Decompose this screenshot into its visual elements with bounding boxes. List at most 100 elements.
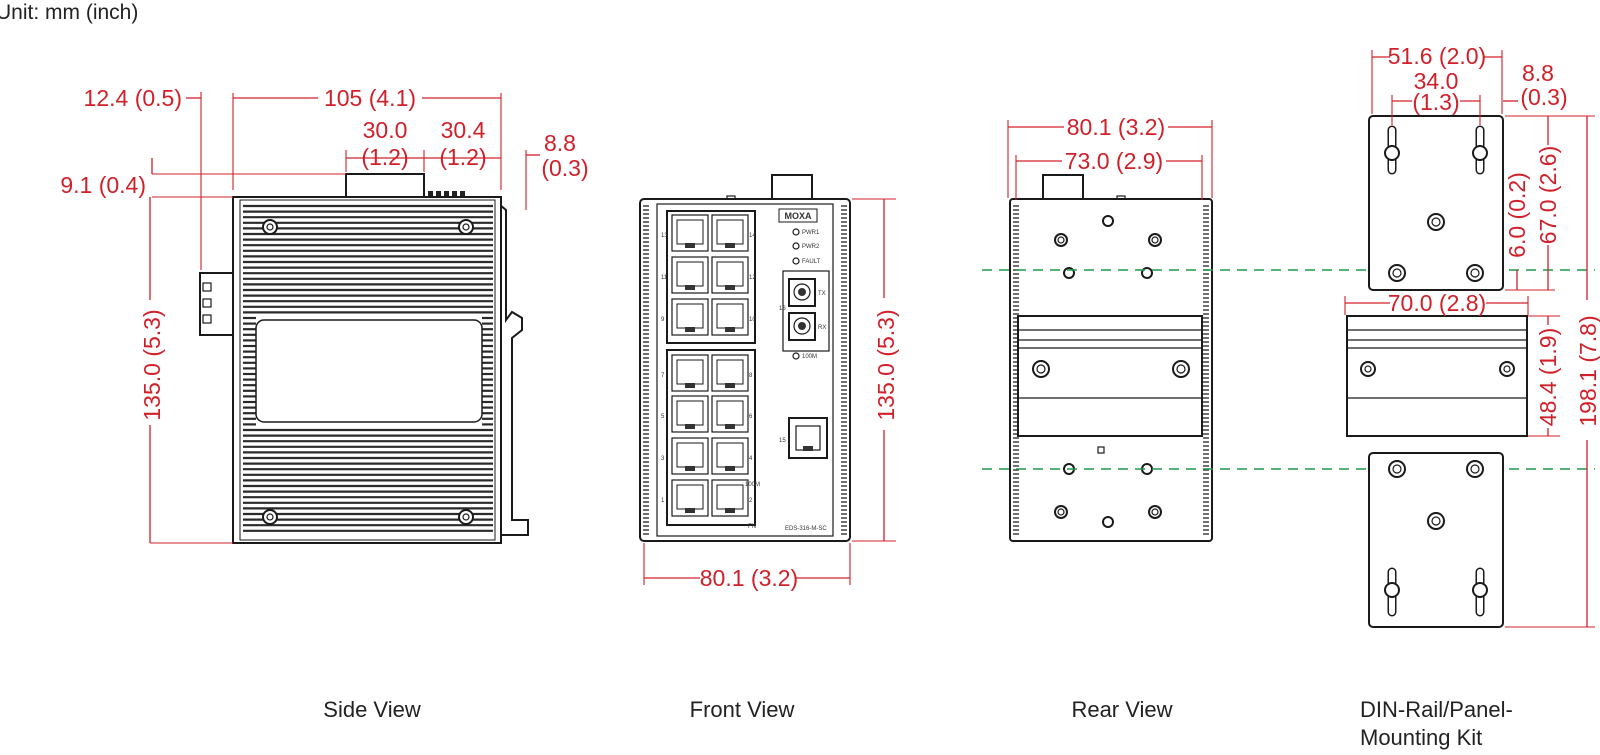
dim-side-height: 135.0 (5.3) <box>139 309 165 420</box>
rj45-port <box>671 437 709 475</box>
front-model-label: EDS-316-M-SC <box>785 526 827 532</box>
rear-hole <box>1148 233 1162 247</box>
side-screw <box>262 509 278 525</box>
dim-rear-73: 73.0 (2.9) <box>1065 148 1163 174</box>
port-number-label: 8 <box>749 373 753 379</box>
rear-hole <box>1102 215 1114 227</box>
rear-hole <box>1054 505 1068 519</box>
port-number-label: 13 <box>661 233 668 239</box>
port-number-label: 6 <box>749 414 753 420</box>
dim-rear-width: 80.1 (3.2) <box>1067 114 1165 140</box>
dim-side-8-8-top: 8.8 <box>544 130 576 156</box>
side-cooling-fins <box>243 204 493 532</box>
unit-label: Unit: mm (inch) <box>0 1 138 24</box>
port-number-label: 10 <box>749 317 756 323</box>
port-number-label: 12 <box>749 275 756 281</box>
rear-hole <box>1054 233 1068 247</box>
svg-text:100M: 100M <box>802 354 817 360</box>
dim-kit-198-1: 198.1 (7.8) <box>1575 315 1600 426</box>
rear-side-ridges <box>1013 205 1209 535</box>
side-din-clip <box>499 202 529 536</box>
kit-screw <box>1466 460 1484 478</box>
kit-screw <box>1466 264 1484 282</box>
side-view: 105 (4.1) 12.4 (0.5) 30.0 (1.2) 30.4 (1.… <box>60 85 588 722</box>
kit-din-rail <box>1346 315 1528 437</box>
rear-hole <box>1102 516 1114 528</box>
svg-text:FAULT: FAULT <box>802 259 821 265</box>
side-screw <box>262 219 278 235</box>
front-fiber-module <box>782 270 830 352</box>
port-number-label: 7 <box>661 373 665 379</box>
fiber-port-rx: RX <box>788 312 826 341</box>
rj45-port <box>711 298 749 336</box>
front-logo-box <box>778 208 818 223</box>
caption-kit-line2: Mounting Kit <box>1360 725 1482 750</box>
svg-text:PWR2: PWR2 <box>802 244 820 250</box>
rj45-port <box>711 354 749 392</box>
rj45-port <box>671 395 709 433</box>
side-screw <box>458 509 474 525</box>
dim-side-30-0-top: 30.0 <box>363 117 408 143</box>
dim-kit-48-4: 48.4 (1.9) <box>1535 328 1561 426</box>
side-terminal-block <box>199 272 237 336</box>
front-100m-small-label: 100M <box>745 482 760 488</box>
led-100m: 100M <box>792 352 817 360</box>
rj45-port <box>711 437 749 475</box>
rj45-port <box>711 395 749 433</box>
dim-kit-8-8-bot: (0.3) <box>1520 84 1567 110</box>
port-number-label: 1 <box>661 498 665 504</box>
dim-kit-70-0: 70.0 (2.8) <box>1388 290 1486 316</box>
front-console-port <box>788 417 828 459</box>
kit-screw <box>1427 213 1445 231</box>
fiber-port-tx: TX <box>788 278 826 307</box>
led-pwr2: PWR2 <box>792 242 820 250</box>
kit-screw <box>1388 460 1406 478</box>
kit-upper-plate <box>1368 115 1504 291</box>
port-16-label: 16 <box>779 306 786 312</box>
dim-side-12-4: 12.4 (0.5) <box>84 85 182 111</box>
port-15-label: 15 <box>779 438 786 444</box>
rj45-port <box>671 256 709 294</box>
port-number-label: 11 <box>661 275 668 281</box>
dim-kit-6-0: 6.0 (0.2) <box>1504 172 1530 258</box>
led-pwr1: PWR1 <box>792 228 820 236</box>
dim-front-height: 135.0 (5.3) <box>873 309 899 420</box>
port-number-label: 2 <box>749 498 753 504</box>
dim-side-30-0-bot: (1.2) <box>361 144 408 170</box>
rear-rail-screw <box>1172 360 1190 378</box>
rear-hole <box>1148 505 1162 519</box>
port-number-label: 9 <box>661 317 665 323</box>
rj45-port <box>671 298 709 336</box>
dim-side-30-4-bot: (1.2) <box>439 144 486 170</box>
rj45-port <box>711 479 749 517</box>
port-number-label: 3 <box>661 456 665 462</box>
dim-kit-34-0-bot: (1.3) <box>1412 89 1459 115</box>
port-number-label: 5 <box>661 414 665 420</box>
side-label-window <box>255 319 483 423</box>
mounting-kit: 51.6 (2.0) 34.0 (1.3) 8.8 (0.3) 67.0 (2.… <box>1344 43 1600 750</box>
rj45-port <box>711 214 749 252</box>
side-screw <box>458 219 474 235</box>
front-top-connector <box>771 174 813 200</box>
front-fn-label: FN <box>748 524 756 530</box>
svg-text:RX: RX <box>818 325 826 331</box>
kit-screw <box>1427 512 1445 530</box>
port-number-label: 14 <box>749 233 756 239</box>
dim-front-width: 80.1 (3.2) <box>700 565 798 591</box>
side-top-connector <box>345 173 425 199</box>
rj45-port <box>671 479 709 517</box>
rj45-port <box>671 214 709 252</box>
svg-text:TX: TX <box>818 291 826 297</box>
rj45-port <box>711 256 749 294</box>
port-number-label: 4 <box>749 456 753 462</box>
caption-front-view: Front View <box>690 697 795 722</box>
side-top-vents <box>428 191 465 197</box>
caption-rear-view: Rear View <box>1071 697 1172 722</box>
rear-view: 80.1 (3.2) 73.0 (2.9) Rear View <box>1007 114 1213 722</box>
rear-din-rail <box>1017 315 1203 437</box>
front-side-ridges <box>643 205 847 535</box>
kit-rail-screw <box>1360 361 1376 377</box>
